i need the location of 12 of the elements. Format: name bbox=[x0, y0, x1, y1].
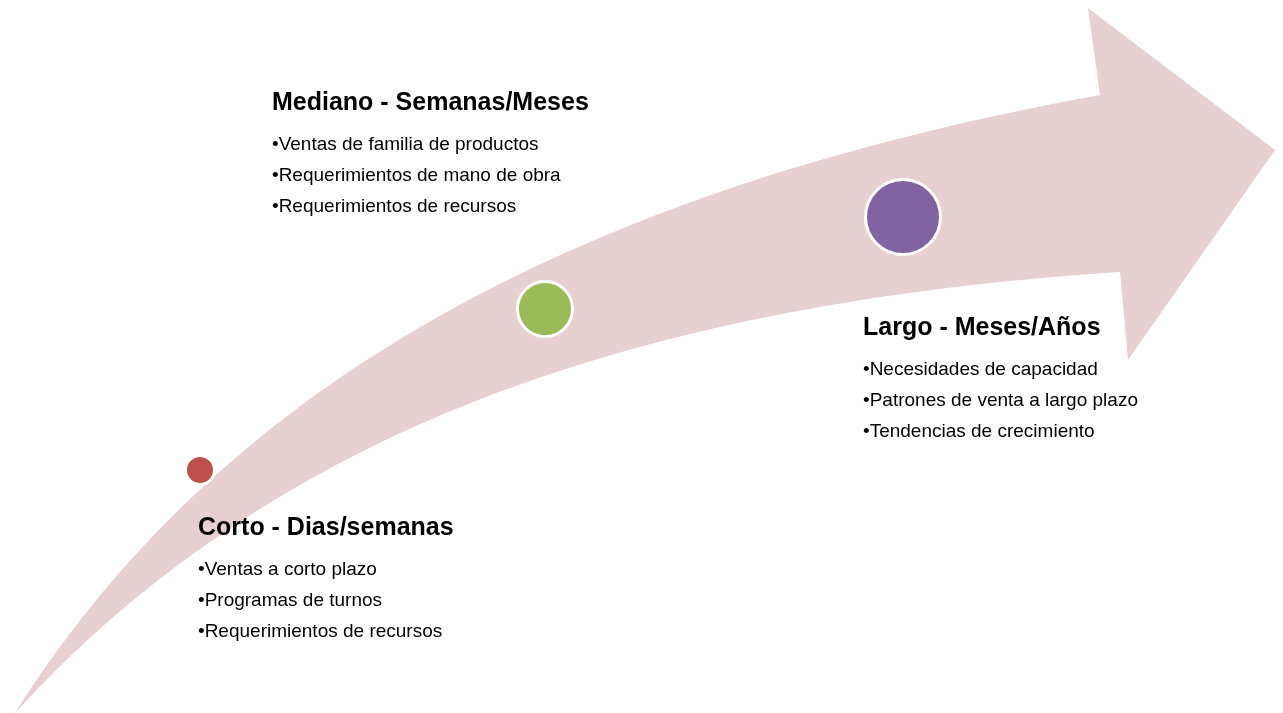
bullet-item: •Patrones de venta a largo plazo bbox=[863, 388, 1138, 412]
bullet-item: •Requerimientos de recursos bbox=[272, 194, 517, 218]
bullet-item: •Programas de turnos bbox=[198, 588, 383, 612]
heading: Largo - Meses/Años bbox=[863, 312, 1101, 341]
bullet-item: •Necesidades de capacidad bbox=[863, 357, 1098, 381]
heading: Mediano - Semanas/Meses bbox=[272, 87, 589, 116]
bullet-item: •Requerimientos de recursos bbox=[198, 619, 443, 643]
bullet-item: •Tendencias de crecimiento bbox=[863, 419, 1095, 443]
bullet-item: •Ventas de familia de productos bbox=[272, 132, 539, 156]
bullet-item: •Requerimientos de mano de obra bbox=[272, 163, 561, 187]
bullet-item: •Ventas a corto plazo bbox=[198, 557, 377, 581]
heading: Corto - Dias/semanas bbox=[198, 512, 454, 541]
